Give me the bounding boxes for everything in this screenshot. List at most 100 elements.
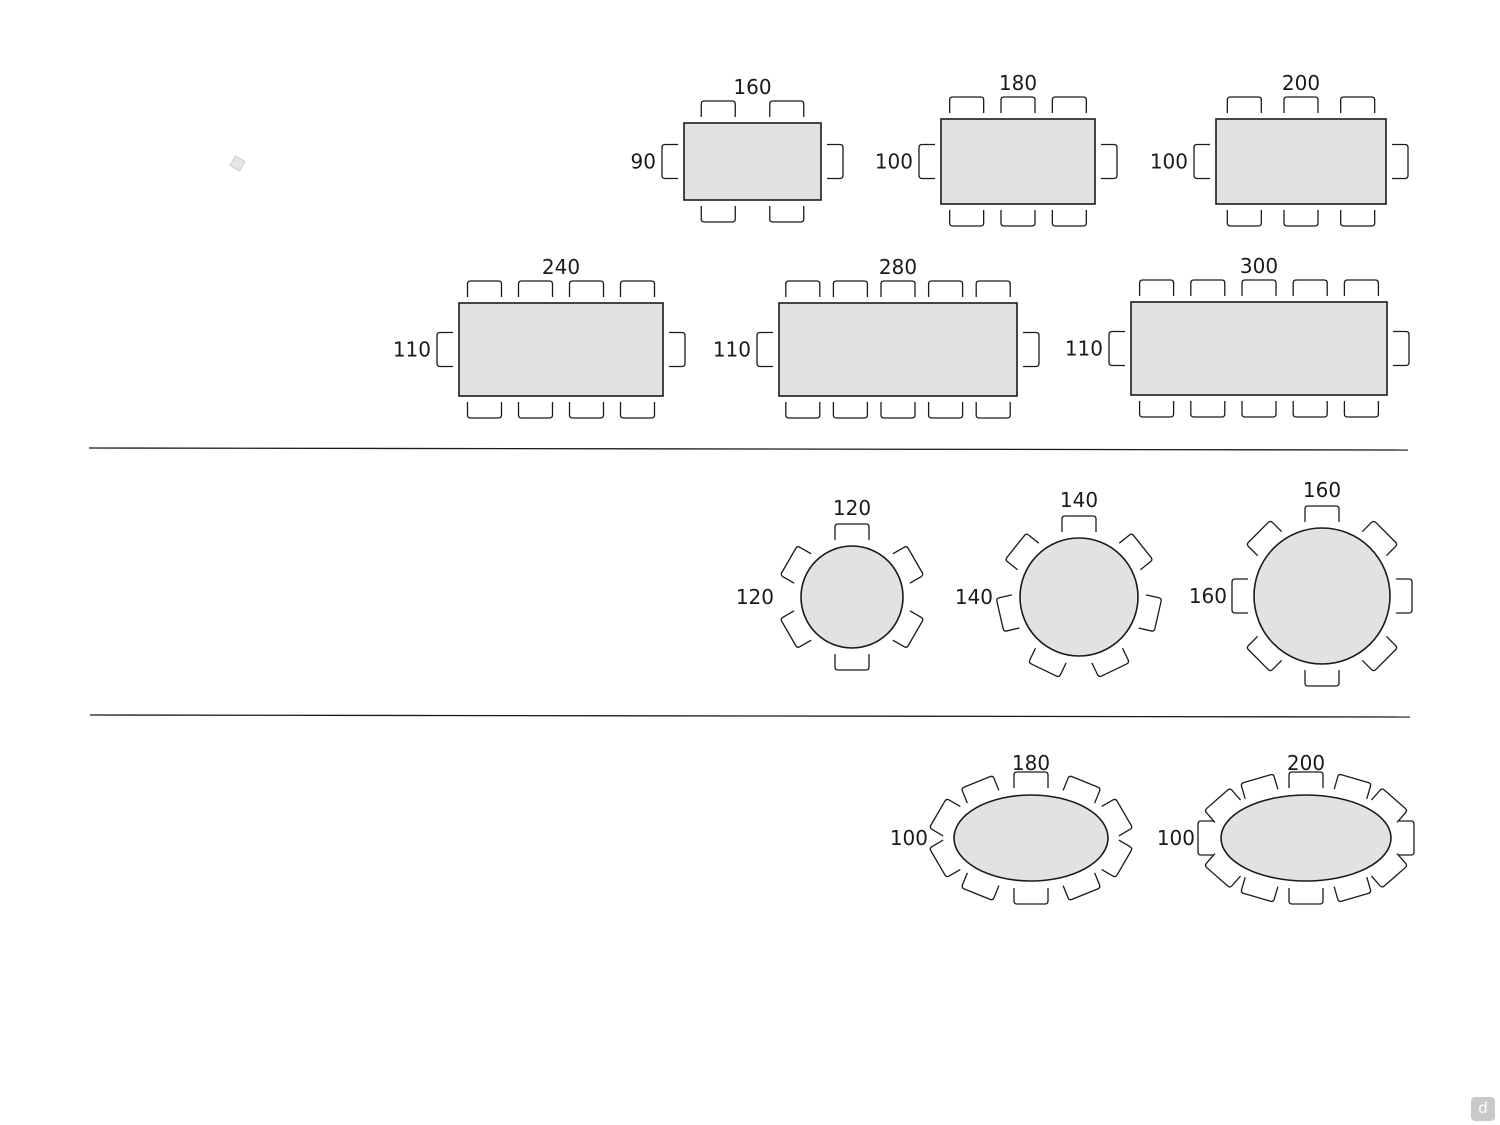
chair [1288,771,1324,788]
chair [1343,279,1380,296]
chair [661,143,678,180]
table-top [458,302,664,397]
oval-tables-group: 180 100 200 100 [890,751,1415,905]
length-label: 180 [1012,751,1050,775]
chair [1340,96,1376,113]
length-label: 300 [1240,254,1278,278]
chair [700,100,736,117]
chair [785,280,821,297]
chair [1000,210,1036,227]
table-top [1215,118,1387,205]
chair [834,654,870,671]
table-top [800,545,904,649]
chair [1333,773,1372,799]
width-label: 100 [890,826,928,850]
chair [619,280,656,297]
length-label: 200 [1282,71,1320,95]
chair [892,546,924,584]
oval-table-180x100: 180 100 [890,751,1133,905]
table-top [1220,794,1392,882]
length-label: 160 [733,75,771,99]
chair [892,610,924,648]
chair [832,402,869,419]
chair [929,798,961,837]
length-label: 240 [542,255,580,279]
chair [1051,210,1087,227]
width-label: 110 [393,338,431,362]
chair [1246,520,1283,557]
chair [1231,578,1248,614]
chair [1343,401,1380,418]
chair [880,402,916,419]
oval-table-200x100: 200 100 [1157,751,1415,905]
chair [975,280,1011,297]
chair [1051,96,1087,113]
diameter-label: 120 [833,496,871,520]
diameter-label: 140 [1060,488,1098,512]
table-top [1019,537,1139,657]
chair [1392,143,1409,180]
chair [1241,401,1277,418]
chair [832,280,869,297]
chair [929,839,961,878]
length-label: 280 [879,255,917,279]
chair [1226,210,1262,227]
diameter-label: 160 [1303,478,1341,502]
chair [927,280,964,297]
width-label: 110 [713,338,751,362]
rect-table-300x110: 300 110 [1065,254,1410,418]
width-label: 100 [875,150,913,174]
chair [1138,279,1175,296]
chair [1193,143,1210,180]
chair [785,402,821,419]
chair [1292,401,1328,418]
width-label: 90 [631,150,656,174]
chair [517,280,554,297]
chair [1398,820,1415,856]
chair [1138,594,1162,632]
chair [1240,877,1279,903]
chair [669,331,686,368]
chair [975,402,1011,419]
divider-rect-round [88,447,1409,451]
table-top [683,122,822,201]
chair [1023,331,1040,368]
chair [961,872,1000,901]
table-top [953,794,1109,882]
rect-table-160x90: 160 90 [631,75,844,223]
chair [568,280,605,297]
divider-round-oval [89,714,1411,718]
chair [700,206,736,223]
chair [1333,877,1372,903]
chair [1118,533,1153,571]
chair [1101,839,1133,878]
chair [1361,635,1398,672]
chair [1226,96,1262,113]
chair [756,331,773,368]
watermark-badge: d [1471,1097,1495,1121]
table-top [1253,527,1391,665]
rect-table-280x110: 280 110 [713,255,1040,419]
length-label: 200 [1287,751,1325,775]
chair [1005,533,1040,571]
chair [568,402,605,419]
width-label: 110 [1065,337,1103,361]
chair [466,402,503,419]
chair [1062,872,1101,901]
chair [927,402,964,419]
small-marker [229,155,246,172]
width-label: 100 [1157,826,1195,850]
table-top [778,302,1018,397]
chair [1061,515,1097,532]
chair [780,610,812,648]
chair [1197,820,1214,856]
chair [1013,888,1049,905]
chair [1361,520,1398,557]
chair [1304,505,1340,522]
table-top [940,118,1096,205]
